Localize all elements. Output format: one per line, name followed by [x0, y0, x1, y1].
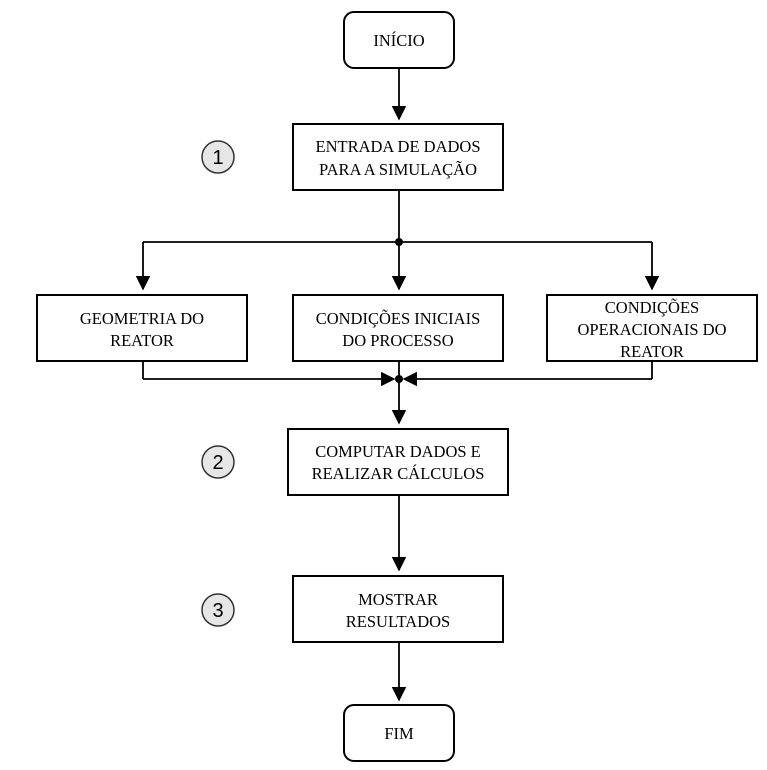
initial-conditions-label-line1: CONDIÇÕES INICIAIS	[316, 309, 481, 328]
step-marker-1-label: 1	[212, 147, 223, 169]
step-marker-3: 3	[201, 593, 235, 627]
end-label: FIM	[384, 724, 414, 743]
geometry-node: GEOMETRIA DO REATOR	[36, 294, 248, 362]
input-data-node: ENTRADA DE DADOS PARA A SIMULAÇÃO	[292, 123, 504, 191]
compute-label-line1: COMPUTAR DADOS E	[315, 442, 481, 461]
operational-conditions-node: CONDIÇÕES OPERACIONAIS DO REATOR	[546, 294, 758, 362]
operational-conditions-label-line3: REATOR	[620, 342, 684, 361]
compute-node: COMPUTAR DADOS E REALIZAR CÁLCULOS	[287, 428, 509, 496]
geometry-label-line1: GEOMETRIA DO	[80, 309, 204, 328]
operational-conditions-label-line2: OPERACIONAIS DO	[578, 320, 727, 339]
operational-conditions-label-line1: CONDIÇÕES	[605, 298, 699, 317]
results-label-line1: MOSTRAR	[358, 590, 438, 609]
step-marker-2-label: 2	[212, 452, 223, 474]
start-node: INÍCIO	[343, 11, 455, 69]
compute-label-line2: REALIZAR CÁLCULOS	[312, 464, 485, 483]
results-label-line2: RESULTADOS	[346, 612, 450, 631]
step-marker-1: 1	[201, 140, 235, 174]
end-node: FIM	[343, 704, 455, 762]
geometry-label-line2: REATOR	[110, 331, 174, 350]
connectors	[135, 68, 660, 702]
start-label: INÍCIO	[373, 31, 424, 50]
input-data-label-line1: ENTRADA DE DADOS	[316, 137, 481, 156]
input-data-label-line2: PARA A SIMULAÇÃO	[319, 160, 477, 179]
initial-conditions-label-line2: DO PROCESSO	[342, 331, 453, 350]
split-junction-dot	[395, 238, 403, 246]
initial-conditions-node: CONDIÇÕES INICIAIS DO PROCESSO	[292, 294, 504, 362]
step-marker-2: 2	[201, 445, 235, 479]
step-marker-3-label: 3	[212, 600, 223, 622]
results-node: MOSTRAR RESULTADOS	[292, 575, 504, 643]
